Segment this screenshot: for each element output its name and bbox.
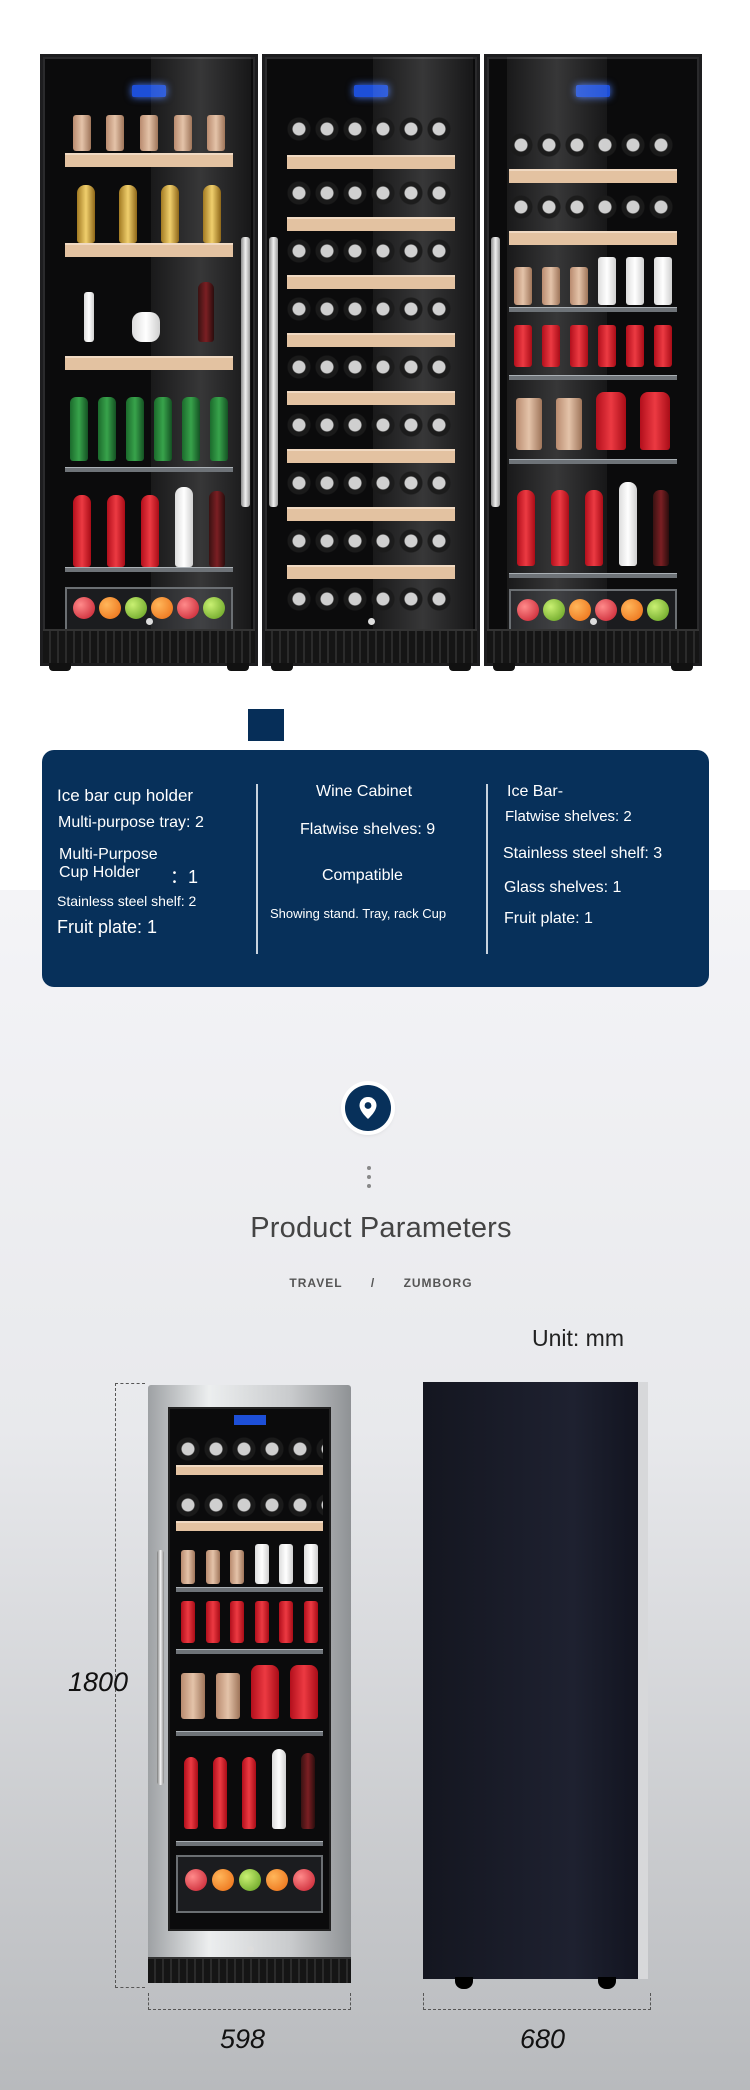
glass-shelves-spec: Glass shelves: 1: [504, 879, 622, 896]
fridge-right-ice-bar: [484, 54, 702, 671]
ice-bar-fruit-plate-spec: Fruit plate: 1: [504, 910, 593, 927]
fruit-plate-spec: Fruit plate: 1: [57, 917, 158, 937]
location-pin-icon: [345, 1085, 391, 1131]
ice-bar-title: Ice Bar-: [507, 783, 564, 800]
panel-divider: [486, 784, 488, 954]
features-panel: Ice bar cup holder Multi-purpose tray: 2…: [42, 750, 709, 987]
compatible-description: Showing stand. Tray, rack Cup: [270, 906, 447, 921]
vertical-dots-divider: [367, 1166, 371, 1193]
fridge-middle-wine-cabinet: [262, 54, 480, 671]
breadcrumb-item: ZUMBORG: [403, 1276, 473, 1290]
wine-cabinet-title: Wine Cabinet: [316, 783, 413, 800]
width-dimension-label: 598: [220, 2024, 266, 2054]
fridge-left-ice-bar: [40, 54, 258, 671]
ice-bar-flatwise-spec: Flatwise shelves: 2: [505, 808, 632, 825]
stainless-shelf-spec: Stainless steel shelf: 2: [57, 893, 197, 909]
ice-bar-cup-holder-title: Ice bar cup holder: [57, 786, 194, 805]
panel-divider: [256, 784, 258, 954]
height-dimension-line: [115, 1383, 145, 1988]
cup-holder-value: ：1: [170, 867, 199, 887]
breadcrumb: TRAVEL / ZUMBORG: [0, 1276, 750, 1290]
height-dimension-label: 1800: [68, 1667, 129, 1697]
section-title: Product Parameters: [250, 1212, 512, 1244]
multi-purpose-tray-spec: Multi-purpose tray: 2: [58, 814, 204, 831]
breadcrumb-separator: /: [370, 1276, 376, 1290]
product-hero-image: [0, 0, 750, 890]
depth-dimension-label: 680: [520, 2024, 566, 2054]
compatible-label: Compatible: [322, 867, 403, 884]
breadcrumb-item: TRAVEL: [289, 1276, 343, 1290]
depth-dimension-line: [423, 1993, 651, 2010]
width-dimension-line: [148, 1993, 351, 2010]
side-view-image: [423, 1382, 648, 1989]
ice-bar-stainless-spec: Stainless steel shelf: 3: [503, 845, 663, 862]
flatwise-shelves-spec: Flatwise shelves: 9: [300, 821, 436, 838]
cup-holder-label-line2: Cup Holder: [59, 864, 140, 881]
cup-holder-label-line1: Multi-Purpose: [59, 846, 158, 863]
accent-square: [248, 709, 284, 741]
unit-label: Unit: mm: [532, 1325, 624, 1351]
front-view-image: [148, 1385, 351, 1983]
three-door-cabinet-image: [40, 54, 705, 699]
